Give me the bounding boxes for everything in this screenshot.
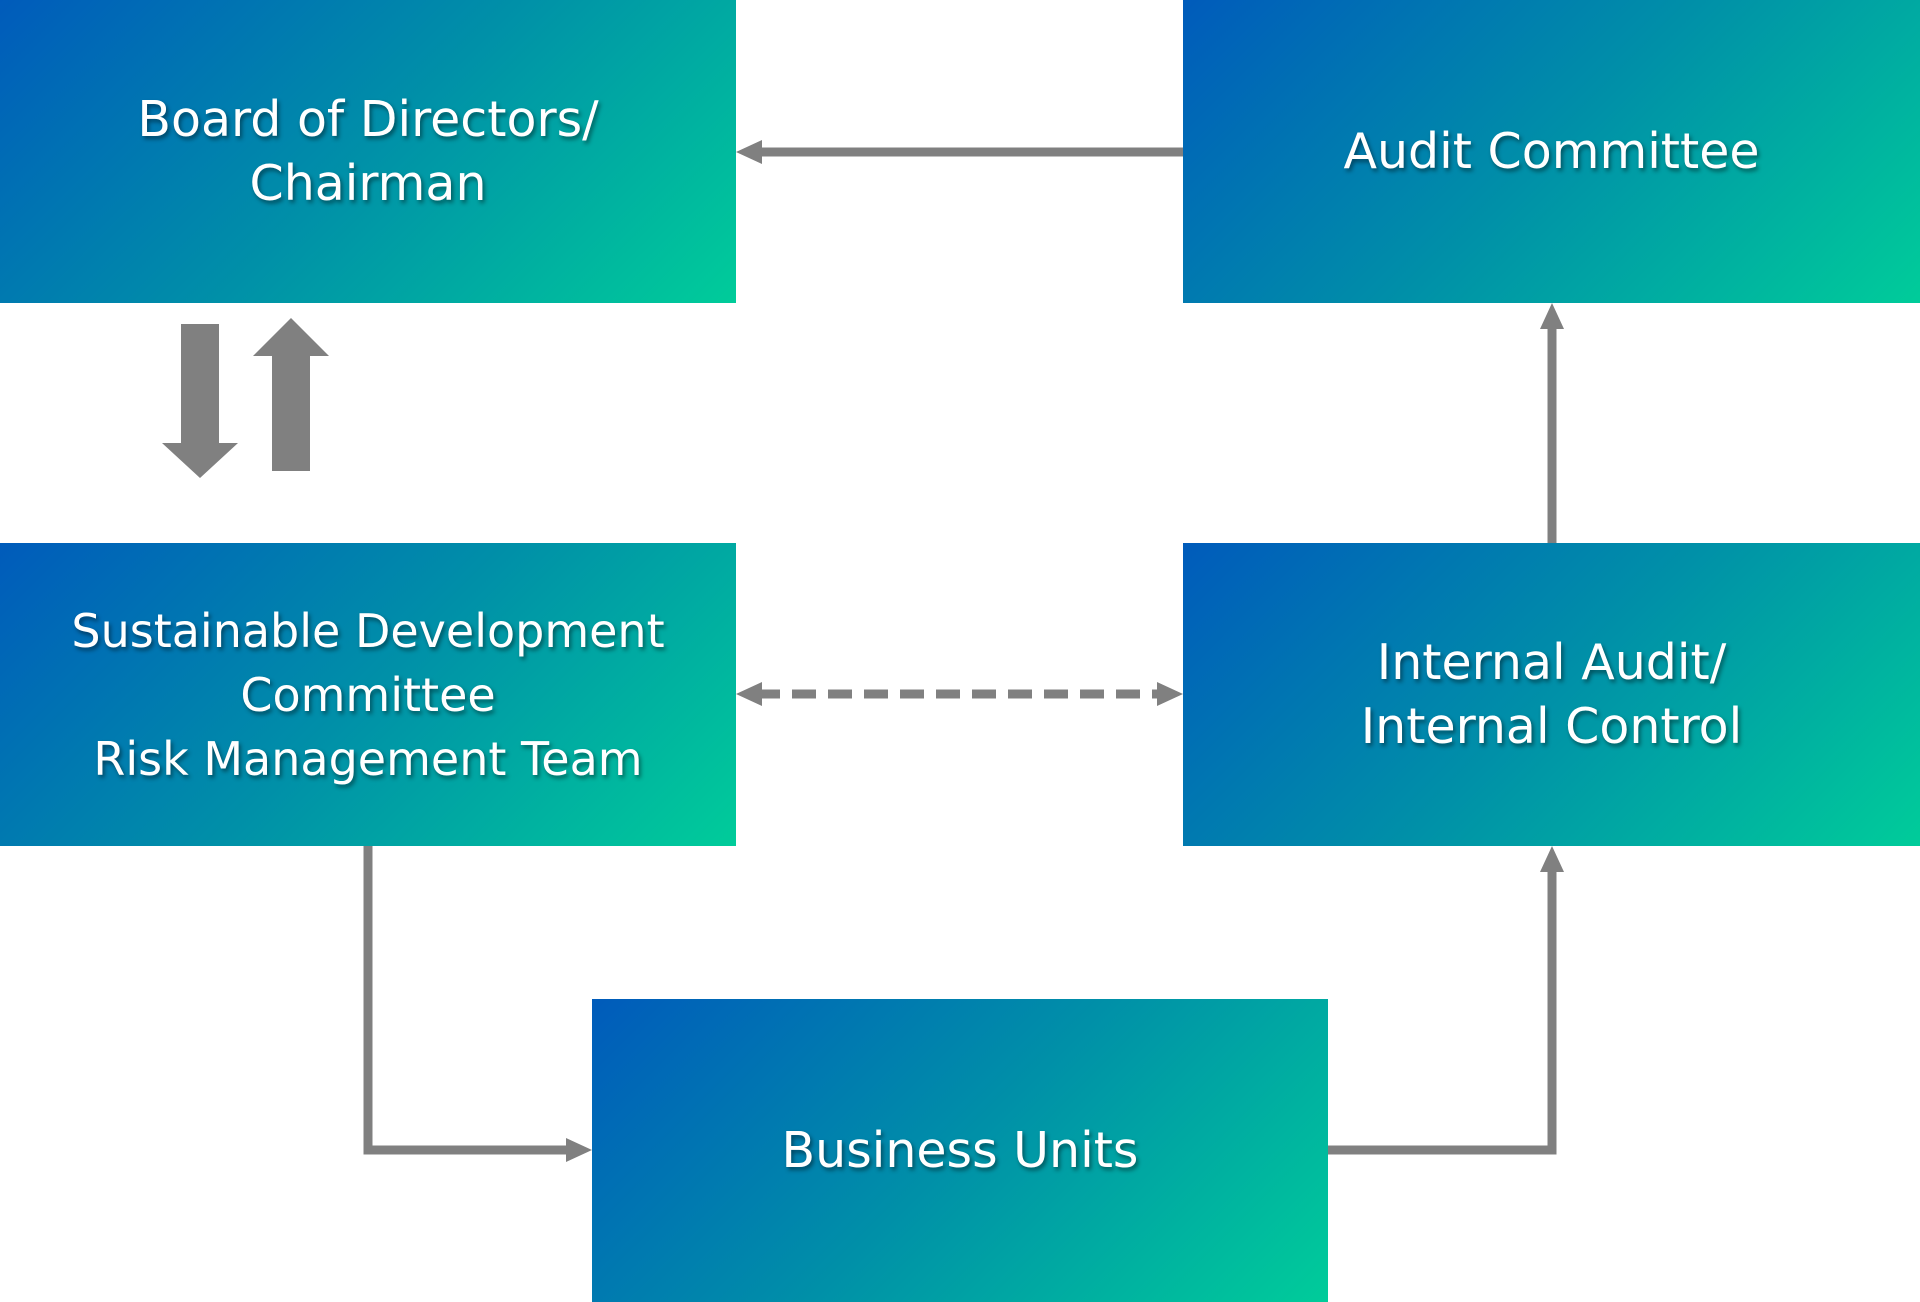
- box-internal-audit: Internal Audit/ Internal Control: [1183, 543, 1920, 846]
- arrow-business-to-internal: [1328, 866, 1557, 1155]
- arrowhead-up-internal: [1540, 846, 1564, 872]
- sdc-line-2: Committee: [240, 667, 496, 722]
- arrowhead-up-audit: [1540, 303, 1564, 329]
- block-arrow-up: [253, 318, 329, 471]
- arrowhead-left-board: [736, 140, 762, 164]
- sdc-line-3: Risk Management Team: [93, 731, 643, 786]
- internal-line-2: Internal Control: [1360, 697, 1743, 755]
- board-line-2: Chairman: [249, 154, 487, 212]
- arrowhead-right-business: [566, 1138, 592, 1162]
- board-line-1: Board of Directors/: [137, 90, 599, 148]
- business-units-label: Business Units: [781, 1121, 1139, 1179]
- arrow-sdc-to-business: [363, 846, 572, 1155]
- arrowhead-right-dashed: [1157, 682, 1183, 706]
- audit-committee-label: Audit Committee: [1343, 122, 1760, 180]
- block-arrow-down: [162, 324, 238, 478]
- box-board-of-directors: Board of Directors/ Chairman: [0, 0, 736, 303]
- box-business-units: Business Units: [592, 999, 1328, 1302]
- internal-line-1: Internal Audit/: [1376, 633, 1727, 691]
- box-sustainable-development-committee: Sustainable Development Committee Risk M…: [0, 543, 736, 846]
- sdc-line-1: Sustainable Development: [71, 603, 665, 658]
- arrowhead-left-dashed: [736, 682, 762, 706]
- box-audit-committee: Audit Committee: [1183, 0, 1920, 303]
